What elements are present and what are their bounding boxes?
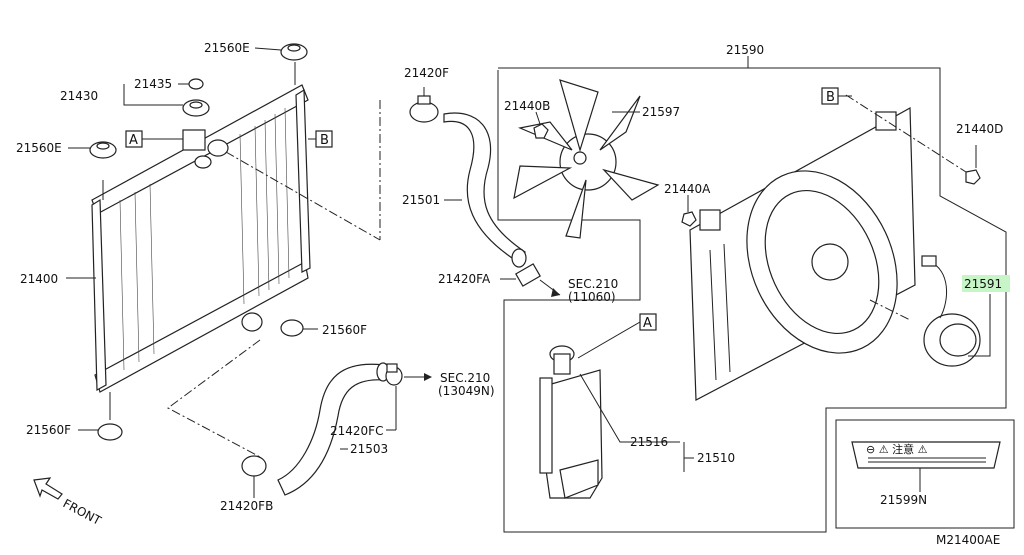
clamp-21420fa[interactable] xyxy=(515,263,541,287)
drawing-number: M21400AE xyxy=(936,533,1000,547)
reservoir-cap-21516[interactable] xyxy=(549,345,575,375)
section-ref-lower-line2: (13049N) xyxy=(438,384,495,398)
label-21400: 21400 xyxy=(20,272,58,286)
grommet-21560e-left[interactable] xyxy=(89,141,117,159)
label-21560f-bottom: 21560F xyxy=(26,423,71,437)
upper-hose-21501[interactable] xyxy=(443,112,527,268)
front-arrow-icon xyxy=(33,477,63,500)
grommet-21560f-bottom[interactable] xyxy=(97,423,123,441)
label-21440d: 21440D xyxy=(956,122,1003,136)
svg-text:⊖ ⚠ 注意 ⚠: ⊖ ⚠ 注意 ⚠ xyxy=(866,442,928,456)
radiator-core-hatch xyxy=(119,107,290,371)
bolt-21440d[interactable] xyxy=(965,169,981,185)
label-21440b: 21440B xyxy=(504,99,550,113)
label-21501: 21501 xyxy=(402,193,440,207)
marker-b-radiator: B xyxy=(320,133,329,148)
reservoir-tank-21510[interactable] xyxy=(539,369,603,499)
grommet-21560f-right[interactable] xyxy=(280,319,304,337)
caution-label-21599n[interactable]: ⊖ ⚠ 注意 ⚠ xyxy=(851,441,1001,469)
cap-21430[interactable] xyxy=(182,99,210,117)
label-21420f: 21420F xyxy=(404,66,449,80)
label-21597: 21597 xyxy=(642,105,680,119)
label-21435: 21435 xyxy=(134,77,172,91)
label-21420fb: 21420FB xyxy=(220,499,273,513)
label-21420fa: 21420FA xyxy=(438,272,491,286)
bolt-21440a[interactable] xyxy=(681,211,697,227)
fan-motor-21591[interactable] xyxy=(921,255,981,367)
label-21510: 21510 xyxy=(697,451,735,465)
nut-21440b[interactable] xyxy=(533,123,549,139)
label-21440a: 21440A xyxy=(664,182,711,196)
front-label: FRONT xyxy=(61,496,104,528)
cap-21435[interactable] xyxy=(188,78,204,90)
label-21591: 21591 xyxy=(964,277,1002,291)
grommet-21560e-top[interactable] xyxy=(280,43,308,61)
section-ref-upper-line2: (11060) xyxy=(568,290,616,304)
clamp-21420f[interactable] xyxy=(409,95,439,123)
label-21590: 21590 xyxy=(726,43,764,57)
section-ref-lower-line1: SEC.210 xyxy=(440,371,490,385)
label-21599n: 21599N xyxy=(880,493,927,507)
marker-a-reservoir: A xyxy=(643,316,652,331)
clamp-21420fc[interactable] xyxy=(385,363,403,386)
label-highlight-21591 xyxy=(962,275,1010,292)
label-plate-box xyxy=(835,419,1015,529)
label-21503: 21503 xyxy=(350,442,388,456)
clamp-21420fb[interactable] xyxy=(241,455,267,477)
label-21560e-top: 21560E xyxy=(204,41,250,55)
label-21560f-right: 21560F xyxy=(322,323,367,337)
section-ref-upper-line1: SEC.210 xyxy=(568,277,618,291)
label-21560e-left: 21560E xyxy=(16,141,62,155)
fan-21597[interactable] xyxy=(513,79,660,239)
label-21516: 21516 xyxy=(630,435,668,449)
marker-a-radiator: A xyxy=(129,133,138,148)
fan-shroud-21590[interactable] xyxy=(689,106,926,401)
label-21430: 21430 xyxy=(60,89,98,103)
label-21420fc: 21420FC xyxy=(330,424,383,438)
marker-b-shroud: B xyxy=(826,90,835,105)
radiator[interactable] xyxy=(91,62,311,420)
